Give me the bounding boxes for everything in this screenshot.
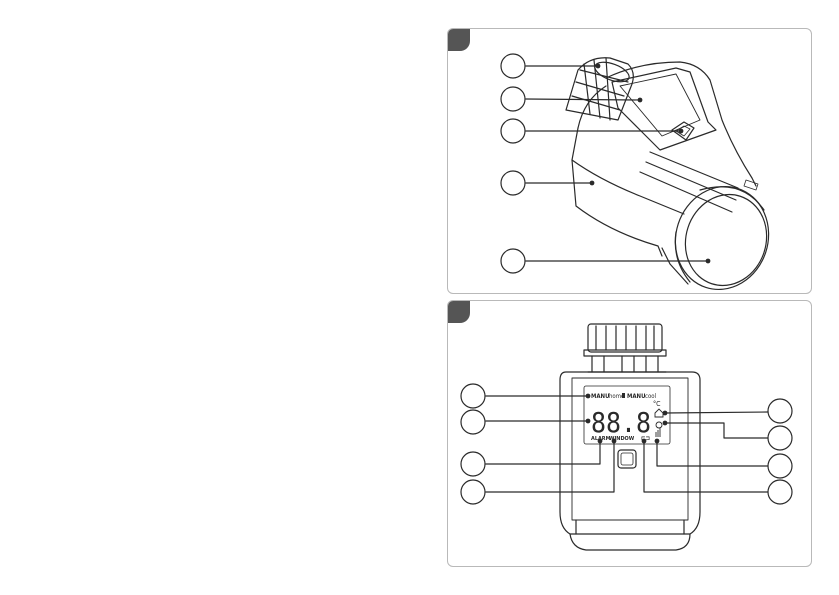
house-icon [655, 409, 663, 417]
lcd-icons [655, 409, 663, 437]
lcd-manu-left: MANU [591, 393, 609, 400]
battery-icon: ⊏⊐ [641, 435, 650, 442]
clock-icon [656, 422, 662, 428]
lcd-cool: cool [645, 393, 656, 400]
lcd-degree: °C [653, 400, 661, 408]
thermostat-perspective-illustration [501, 54, 782, 302]
lcd-text-group: MANU home MANU cool 88.8 °C ALARM WINDOW… [591, 393, 661, 442]
lcd-window: WINDOW [609, 436, 635, 442]
lcd-manu-right: MANU [627, 393, 645, 400]
lcd-alarm: ALARM [591, 436, 611, 442]
antenna-icon [656, 428, 660, 437]
